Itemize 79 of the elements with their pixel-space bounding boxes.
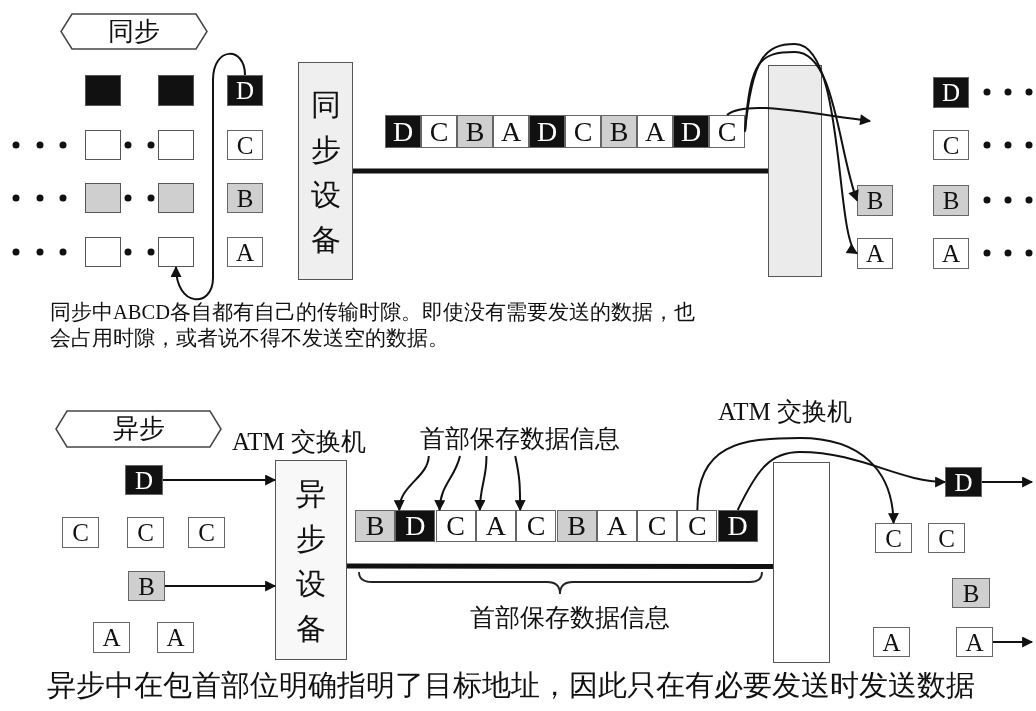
brace-label: 首部保存数据信息: [470, 603, 671, 633]
switch-panel: [773, 462, 830, 663]
data-cell: A: [857, 238, 893, 269]
arrow: [726, 106, 872, 126]
data-cell: A: [596, 510, 637, 542]
data-cell: A: [873, 627, 910, 657]
data-cell: C: [875, 523, 912, 553]
note-text: 同步中ABCD各自都有自己的传输时隙。即使没有需要发送的数据，也会占用时隙，或者说不得不发送空的数据。: [50, 300, 696, 351]
data-cell: A: [493, 115, 529, 148]
data-cell: B: [227, 183, 263, 213]
data-cell: C: [933, 130, 969, 160]
data-cell: B: [952, 578, 990, 608]
arrow: [171, 52, 246, 301]
arrow: [744, 43, 858, 255]
data-cell: C: [637, 510, 678, 542]
data-cell: C: [188, 517, 225, 548]
data-block: [158, 75, 194, 106]
switch-caption: ATM 交换机: [718, 397, 853, 427]
arrow: [696, 437, 899, 525]
arrow: [474, 455, 488, 512]
transmission-line: [347, 563, 773, 569]
data-block: [85, 237, 121, 267]
data-cell: C: [565, 115, 601, 148]
data-cell: C: [677, 510, 718, 542]
data-cell: C: [928, 523, 965, 553]
data-cell: B: [355, 510, 395, 542]
data-cell: D: [945, 467, 982, 497]
data-cell: A: [637, 115, 673, 148]
data-cell: B: [457, 115, 493, 148]
arrow: [736, 451, 947, 511]
header-note: 首部保存数据信息: [400, 420, 640, 456]
data-block: [158, 237, 194, 267]
device-box: 异步设备: [275, 460, 347, 660]
data-cell: B: [933, 185, 969, 216]
transmission-line: [353, 168, 768, 174]
data-cell: A: [157, 622, 194, 653]
data-block: [85, 183, 121, 213]
data-cell: D: [529, 115, 565, 148]
data-cell: D: [125, 465, 163, 495]
data-cell: A: [956, 627, 993, 657]
switch-caption: ATM 交换机: [232, 427, 367, 457]
data-cell: B: [857, 185, 893, 216]
data-cell: D: [933, 77, 969, 108]
arrow: [164, 580, 277, 592]
data-cell: A: [933, 238, 969, 269]
data-cell: B: [556, 510, 597, 542]
device-box: 同步设备: [298, 62, 353, 280]
note-text: 异步中在包首部位明确指明了目标地址，因此只在有必要发送时发送数据: [47, 669, 976, 703]
data-cell: C: [227, 130, 263, 160]
data-cell: D: [395, 510, 436, 542]
arrow: [981, 476, 1034, 488]
data-block: [85, 75, 121, 106]
switch-panel: [768, 65, 822, 277]
data-block: [85, 130, 121, 160]
data-cell: A: [227, 237, 263, 267]
arrow: [744, 51, 860, 202]
data-block: [158, 183, 194, 213]
arrow: [162, 474, 277, 486]
data-cell: D: [385, 115, 421, 148]
data-cell: C: [435, 510, 476, 542]
arrow: [992, 636, 1034, 648]
data-cell: C: [516, 510, 557, 542]
section-tag: 异步: [55, 410, 222, 448]
data-cell: C: [62, 517, 99, 548]
arrow: [394, 455, 430, 512]
data-cell: D: [717, 510, 758, 542]
section-tag: 同步: [60, 13, 208, 50]
data-cell: A: [93, 622, 130, 653]
data-cell: B: [128, 571, 165, 601]
data-cell: D: [673, 115, 709, 148]
data-cell: B: [601, 115, 637, 148]
data-cell: C: [127, 517, 164, 548]
data-cell: A: [475, 510, 516, 542]
arrow: [434, 455, 461, 512]
arrow: [514, 455, 526, 512]
data-cell: C: [709, 115, 745, 148]
data-block: [158, 130, 194, 160]
data-cell: C: [421, 115, 457, 148]
data-cell: D: [227, 75, 263, 106]
